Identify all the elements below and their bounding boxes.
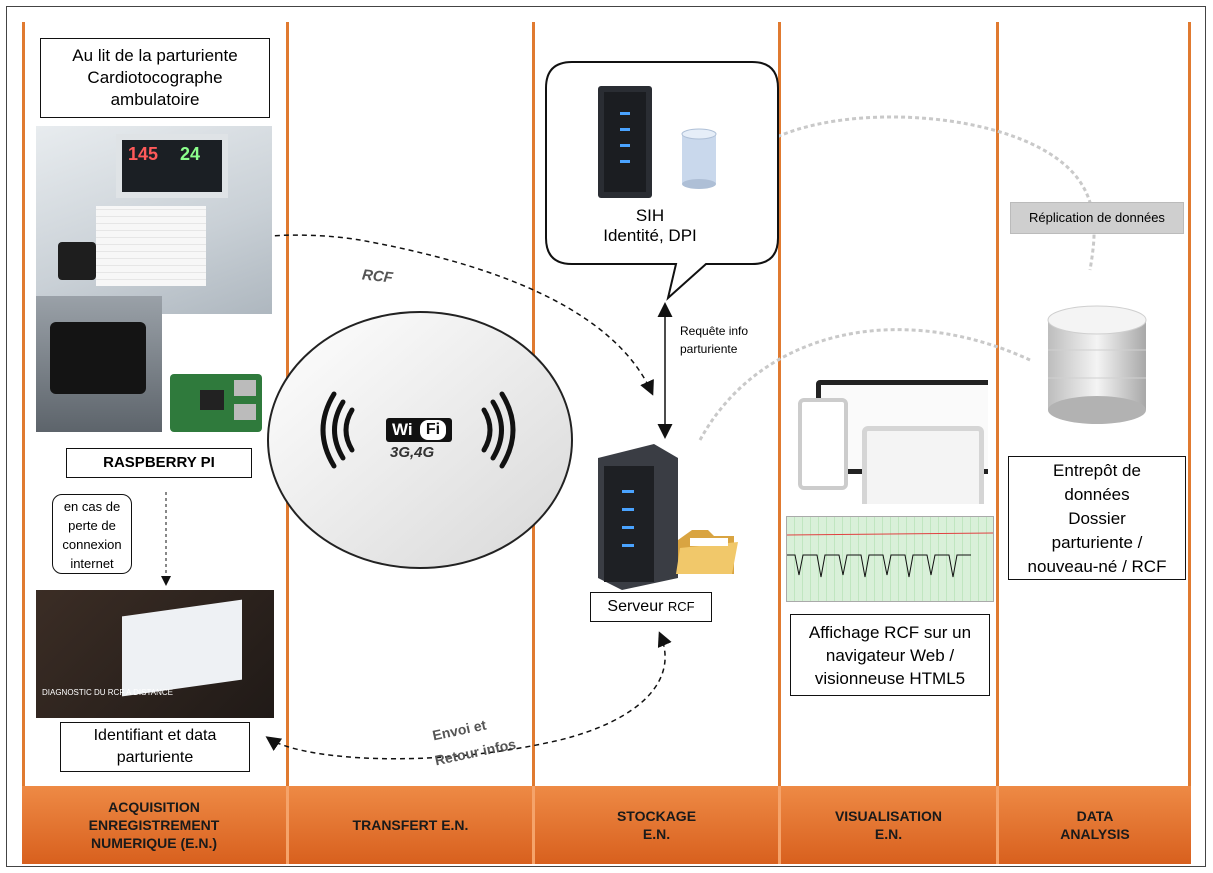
column-divider bbox=[778, 22, 781, 786]
phase-visualisation-line1: VISUALISATION bbox=[834, 808, 943, 824]
wifi-logo: Wi Fi bbox=[386, 418, 452, 442]
sih-server-icon bbox=[598, 86, 652, 198]
envoi-retour-arrow bbox=[265, 631, 672, 760]
phase-visualisation: VISUALISATION E.N. bbox=[781, 786, 996, 864]
server-label: Serveur bbox=[607, 598, 664, 615]
display-box: Affichage RCF sur un navigateur Web / vi… bbox=[790, 614, 990, 696]
folder-icon bbox=[676, 530, 738, 574]
phase-visualisation-line2: E.N. bbox=[874, 826, 903, 842]
display-line2: navigateur Web / bbox=[825, 646, 955, 665]
replication-box: Réplication de données bbox=[1010, 202, 1184, 234]
phase-acquisition-line1: ACQUISITION bbox=[108, 799, 200, 815]
server-suffix: RCF bbox=[667, 599, 695, 614]
warehouse-feed-curve bbox=[698, 328, 1031, 441]
ctg-screen: 145 24 bbox=[116, 134, 228, 198]
display-line1: Affichage RCF sur un bbox=[808, 623, 972, 642]
requete-label-1: Requête info bbox=[680, 324, 749, 338]
bedside-line3: ambulatoire bbox=[110, 90, 200, 109]
phase-transfert-line1: TRANSFERT E.N. bbox=[352, 817, 469, 833]
phase-data-analysis: DATA ANALYSIS bbox=[999, 786, 1191, 864]
fallback-line3: connexion bbox=[62, 537, 122, 552]
sih-subtitle: Identité, DPI bbox=[603, 226, 697, 245]
sih-database-icon bbox=[681, 128, 717, 189]
fallback-note-box: en cas de perte de connexion internet bbox=[52, 494, 132, 574]
phase-data-analysis-line2: ANALYSIS bbox=[1060, 826, 1130, 842]
identifier-line1: Identifiant et data bbox=[93, 727, 217, 744]
network-types: 3G,4G bbox=[390, 444, 435, 461]
warehouse-line2: données bbox=[1064, 485, 1130, 504]
rcf-server-box: Serveur RCF bbox=[590, 592, 712, 622]
warehouse-line5: nouveau-né / RCF bbox=[1027, 557, 1167, 576]
warehouse-line4: parturiente / bbox=[1051, 533, 1143, 552]
ctg-paper bbox=[96, 206, 206, 286]
phase-stockage: STOCKAGE E.N. bbox=[535, 786, 778, 864]
phase-transfert: TRANSFERT E.N. bbox=[289, 786, 532, 864]
bedside-box: Au lit de la parturiente Cardiotocograph… bbox=[40, 38, 270, 118]
fallback-line2: perte de bbox=[68, 518, 116, 533]
wifi-waves-icon bbox=[320, 391, 516, 469]
raspberry-box-photo bbox=[36, 296, 162, 432]
tablet-caption: DIAGNOSTIC DU RCF A DISTANCE bbox=[42, 688, 173, 697]
rcf-arrow bbox=[137, 234, 654, 396]
visualisation-devices-photo bbox=[794, 378, 988, 504]
identifier-box: Identifiant et data parturiente bbox=[60, 722, 250, 772]
phase-stockage-line1: STOCKAGE bbox=[616, 808, 697, 824]
raspberry-label-box: RASPBERRY PI bbox=[66, 448, 252, 478]
identifier-line2: parturiente bbox=[116, 749, 194, 766]
toco-value: 24 bbox=[180, 144, 201, 164]
black-case bbox=[50, 322, 146, 394]
tablet-screen bbox=[122, 599, 242, 697]
rcf-trace-photo bbox=[786, 516, 994, 602]
receiver-device bbox=[58, 242, 96, 280]
display-line3: visionneuse HTML5 bbox=[814, 669, 966, 688]
wifi-fi-text: Fi bbox=[420, 420, 446, 440]
requete-label-2: parturiente bbox=[680, 342, 738, 356]
replication-label: Réplication de données bbox=[1029, 210, 1165, 225]
tablet-photo: DIAGNOSTIC DU RCF A DISTANCE bbox=[36, 590, 274, 718]
sih-speech-bubble bbox=[545, 61, 779, 301]
column-divider bbox=[996, 22, 999, 786]
fallback-line1: en cas de bbox=[63, 499, 121, 514]
warehouse-database-icon bbox=[1047, 305, 1147, 424]
rcf-arrow-label: RCF bbox=[361, 266, 394, 287]
phase-acquisition: ACQUISITION ENREGISTREMENT NUMERIQUE (E.… bbox=[22, 786, 286, 864]
replication-curve bbox=[764, 115, 1096, 271]
wifi-wi-text: Wi bbox=[392, 420, 413, 439]
raspberry-label: RASPBERRY PI bbox=[103, 454, 215, 471]
column-divider bbox=[22, 22, 25, 786]
sih-title: SIH bbox=[635, 206, 665, 225]
bedside-line2: Cardiotocographe bbox=[87, 68, 223, 87]
fhr-value: 145 bbox=[128, 144, 159, 164]
warehouse-line3: Dossier bbox=[1068, 509, 1126, 528]
phase-acquisition-line2: ENREGISTREMENT bbox=[88, 817, 220, 833]
warehouse-line1: Entrepôt de bbox=[1053, 461, 1141, 480]
phase-data-analysis-line1: DATA bbox=[1076, 808, 1114, 824]
warehouse-box: Entrepôt de données Dossier parturiente … bbox=[1008, 456, 1186, 580]
fallback-line4: internet bbox=[70, 556, 114, 571]
rcf-trace-svg bbox=[787, 532, 993, 578]
rcf-server-icon bbox=[598, 444, 678, 590]
raspberry-board-photo bbox=[164, 368, 268, 438]
bedside-line1: Au lit de la parturiente bbox=[72, 46, 238, 65]
ctg-monitor-photo: 145 24 bbox=[36, 126, 272, 314]
diagram-frame bbox=[6, 6, 1206, 867]
phase-acquisition-line3: NUMERIQUE (E.N.) bbox=[91, 835, 217, 851]
phase-footer: ACQUISITION ENREGISTREMENT NUMERIQUE (E.… bbox=[22, 786, 1191, 864]
phase-stockage-line2: E.N. bbox=[642, 826, 671, 842]
column-divider bbox=[1188, 22, 1191, 786]
